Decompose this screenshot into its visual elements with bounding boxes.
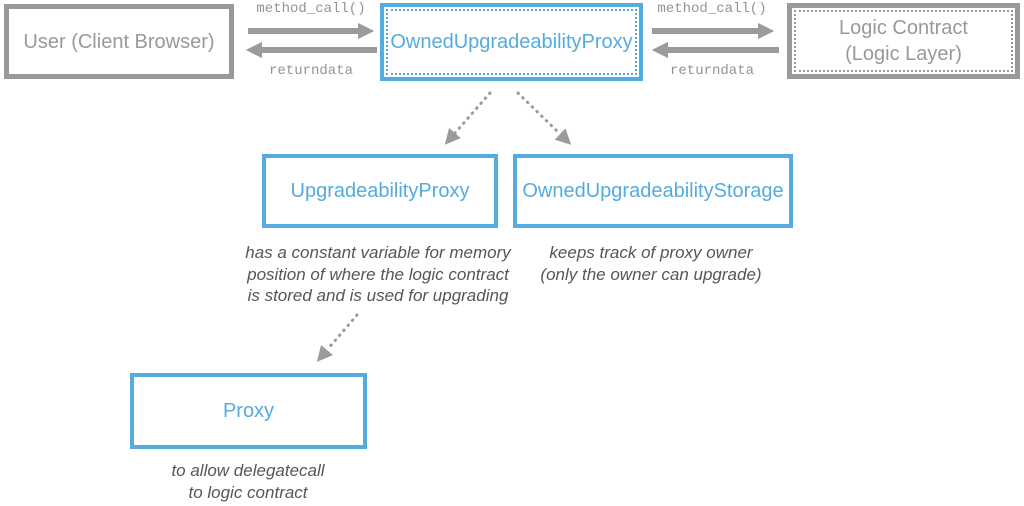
upgradeability-proxy-caption: has a constant variable for memory posit… [227, 242, 529, 307]
caption-line: (only the owner can upgrade) [540, 264, 762, 284]
owned-upgradeability-storage-box: OwnedUpgradeabilityStorage [513, 154, 793, 228]
proxy-box: Proxy [130, 373, 367, 449]
caption-line: is stored and is used for upgrading [247, 286, 509, 305]
logic-contract-box: Logic Contract (Logic Layer) [787, 3, 1020, 79]
caption-line: keeps track of proxy owner [549, 243, 753, 262]
owned-upgradeability-proxy-label: OwnedUpgradeabilityProxy [390, 31, 633, 53]
logic-contract-label-line1: Logic Contract [839, 17, 968, 39]
method-call-label-right: method_call() [657, 1, 767, 17]
dotted-arrow-to-proxy [316, 313, 359, 362]
owned-upgradeability-proxy-box: OwnedUpgradeabilityProxy [380, 3, 643, 81]
returndata-label-left: returndata [268, 63, 353, 79]
caption-line: to allow delegatecall [171, 461, 325, 480]
proxy-caption: to allow delegatecall to logic contract [128, 460, 368, 503]
upgradeability-proxy-box: UpgradeabilityProxy [262, 154, 498, 228]
dotted-arrow-to-owned-storage [516, 91, 572, 145]
user-box-label: User (Client Browser) [23, 30, 215, 53]
caption-line: position of where the logic contract [247, 264, 509, 284]
returndata-label-right: returndata [669, 63, 754, 79]
logic-contract-label-line2: (Logic Layer) [845, 43, 962, 65]
dotted-arrow-to-upgradeability-proxy [444, 91, 492, 145]
caption-line: has a constant variable for memory [245, 243, 511, 262]
owned-storage-caption: keeps track of proxy owner (only the own… [505, 242, 797, 285]
method-call-label-left: method_call() [256, 1, 366, 17]
owned-upgradeability-storage-label: OwnedUpgradeabilityStorage [522, 180, 784, 202]
caption-line: to logic contract [188, 482, 308, 502]
upgradeability-proxy-label: UpgradeabilityProxy [290, 180, 470, 202]
proxy-label: Proxy [222, 400, 275, 422]
user-box: User (Client Browser) [4, 4, 234, 79]
